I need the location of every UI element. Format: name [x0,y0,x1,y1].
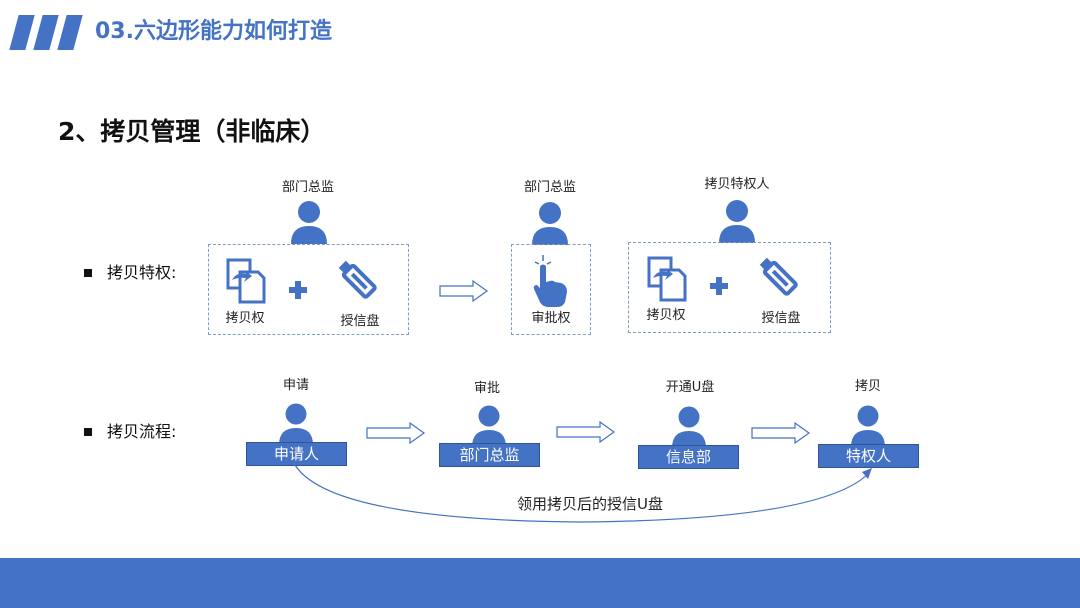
privilege-bullet-label: 拷贝特权: [107,263,177,282]
usb-drive-icon [758,256,804,302]
person-icon [530,201,570,245]
step-label-approve: 审批 [473,381,500,396]
hollow-arrow-icon [439,280,489,302]
person-icon [670,406,708,448]
bullet-marker [84,269,92,277]
privilege-box-2 [511,244,591,335]
hollow-arrow-icon [751,422,811,444]
group2-approve-right-label: 审批权 [531,311,571,326]
role-box-privileged-person: 特权人 [818,444,919,468]
person-icon [289,200,329,244]
group1-copy-right-label: 拷贝权 [225,311,265,326]
header-stripe-1 [9,15,35,50]
step-label-open-usb: 开通U盘 [665,380,715,395]
bullet-marker [84,428,92,436]
privilege-box-3 [628,242,831,333]
header-stripe-3 [57,15,83,50]
touch-hand-icon [531,252,571,308]
process-bullet-label: 拷贝流程: [107,422,177,441]
footer-band [0,558,1080,608]
copy-document-icon [226,258,266,304]
person-icon [277,403,315,445]
person-icon [470,405,508,447]
person-icon [849,405,887,447]
group3-role-label: 拷贝特权人 [704,177,770,192]
role-box-director: 部门总监 [439,443,540,467]
return-path-label: 领用拷贝后的授信U盘 [517,495,663,513]
group1-role-label: 部门总监 [281,180,334,195]
hollow-arrow-icon [366,422,426,444]
hollow-arrow-icon [556,421,616,443]
header-stripe-2 [33,15,59,50]
privilege-box-1 [208,244,409,335]
role-box-it-dept: 信息部 [638,445,739,469]
return-curve-connector [290,460,880,530]
group3-copy-right-label: 拷贝权 [646,308,686,323]
header-title: 03.六边形能力如何打造 [95,19,332,44]
role-box-applicant: 申请人 [246,442,347,466]
group2-role-label: 部门总监 [523,180,576,195]
step-label-apply: 申请 [282,378,309,393]
group3-trusted-disk-label: 授信盘 [761,311,801,326]
plus-icon [288,280,308,300]
plus-icon [709,276,729,296]
group1-trusted-disk-label: 授信盘 [340,314,380,329]
copy-document-icon [647,256,687,302]
person-icon [717,199,757,243]
usb-drive-icon [337,259,383,305]
section-title: 2、拷贝管理（非临床） [58,117,326,146]
step-label-copy: 拷贝 [854,379,881,394]
